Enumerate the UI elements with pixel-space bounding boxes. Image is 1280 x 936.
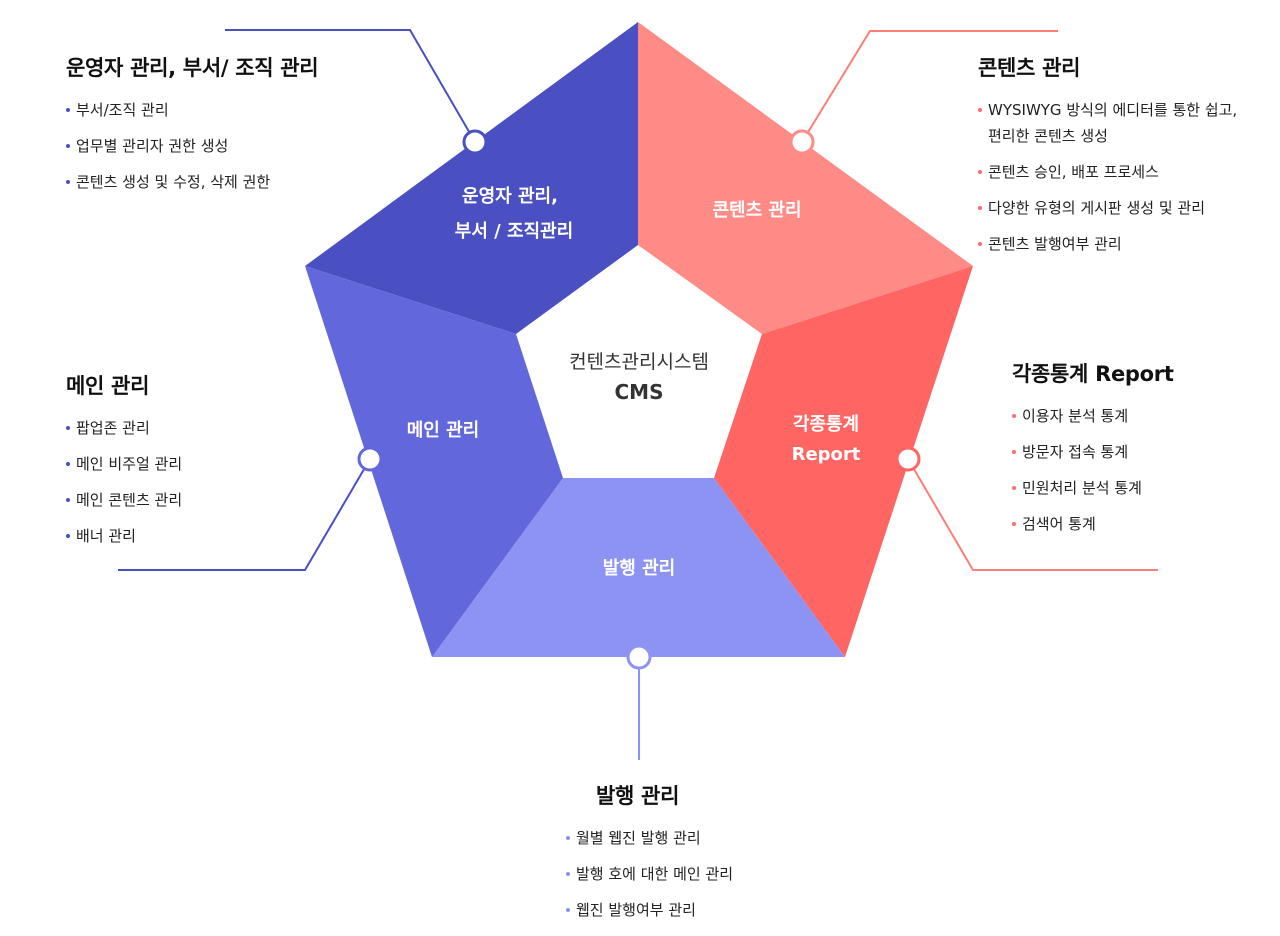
list-item-text: 이용자 분석 통계 [1022, 407, 1129, 425]
list-item-text: 콘텐츠 발행여부 관리 [988, 235, 1122, 253]
list-item-text: 콘텐츠 승인, 배포 프로세스 [988, 163, 1159, 181]
section-stats: 각종통계 Report 이용자 분석 통계 방문자 접속 통계 민원처리 분석 … [1012, 358, 1262, 550]
list-item-text: 발행 호에 대한 메인 관리 [576, 865, 734, 883]
connector-operator [225, 29, 476, 143]
section-main: 메인 관리 팝업존 관리 메인 비주얼 관리 메인 콘텐츠 관리 배너 관리 [66, 370, 316, 562]
list-item: 업무별 관리자 권한 생성 [66, 136, 356, 156]
segment-content-label: 콘텐츠 관리 [712, 200, 801, 221]
bullet-dot [978, 170, 982, 174]
list-item-text: 검색어 통계 [1022, 515, 1096, 533]
section-content-title: 콘텐츠 관리 [978, 56, 1081, 80]
bullet-dot [66, 462, 70, 466]
list-item-text: 팝업존 관리 [76, 419, 150, 437]
list-item: WYSIWYG 방식의 에디터를 통한 쉽고, 편리한 콘텐츠 생성 [978, 100, 1268, 146]
list-item: 이용자 분석 통계 [1012, 406, 1262, 426]
list-item: 팝업존 관리 [66, 418, 316, 438]
list-item: 발행 호에 대한 메인 관리 [566, 864, 826, 884]
list-item: 메인 콘텐츠 관리 [66, 490, 316, 510]
bullet-dot [566, 908, 570, 912]
list-item: 콘텐츠 생성 및 수정, 삭제 권한 [66, 172, 356, 192]
list-item: 웹진 발행여부 관리 [566, 900, 826, 920]
segment-stats [714, 266, 973, 657]
section-publish: 발행 관리 월별 웹진 발행 관리 발행 호에 대한 메인 관리 웹진 발행여부… [566, 780, 826, 936]
list-item: 방문자 접속 통계 [1012, 442, 1262, 462]
bullet-dot [66, 534, 70, 538]
bullet-dot [566, 836, 570, 840]
segment-main [305, 266, 563, 657]
connector-main [118, 458, 371, 571]
list-item: 배너 관리 [66, 526, 316, 546]
segment-operator [305, 22, 638, 334]
bullet-dot [978, 108, 982, 112]
bullet-dot [66, 144, 70, 148]
connector-content [801, 30, 1058, 143]
list-item-text: 다양한 유형의 게시판 생성 및 관리 [988, 199, 1206, 217]
section-main-list: 팝업존 관리 메인 비주얼 관리 메인 콘텐츠 관리 배너 관리 [66, 418, 316, 546]
bullet-dot [1012, 450, 1016, 454]
segment-publish [432, 478, 845, 657]
list-item-text: 방문자 접속 통계 [1022, 443, 1129, 461]
list-item-text: WYSIWYG 방식의 에디터를 통한 쉽고, [988, 101, 1238, 119]
marker-content [789, 129, 815, 155]
list-item-text: 콘텐츠 생성 및 수정, 삭제 권한 [76, 173, 271, 191]
list-item-text: 업무별 관리자 권한 생성 [76, 137, 229, 155]
list-item: 콘텐츠 발행여부 관리 [978, 234, 1268, 254]
segment-operator-label-2: 부서 / 조직관리 [455, 221, 573, 242]
list-item: 월별 웹진 발행 관리 [566, 828, 826, 848]
list-item: 콘텐츠 승인, 배포 프로세스 [978, 162, 1268, 182]
bullet-dot [66, 108, 70, 112]
bullet-dot [66, 426, 70, 430]
section-publish-list: 월별 웹진 발행 관리 발행 호에 대한 메인 관리 웹진 발행여부 관리 [566, 828, 826, 920]
list-item: 다양한 유형의 게시판 생성 및 관리 [978, 198, 1268, 218]
bullet-dot [978, 242, 982, 246]
bullet-dot [978, 206, 982, 210]
connector-stats [907, 458, 1158, 571]
list-item: 민원처리 분석 통계 [1012, 478, 1262, 498]
bullet-dot [1012, 486, 1016, 490]
bullet-dot [1012, 414, 1016, 418]
list-item-text: 배너 관리 [76, 527, 136, 545]
center-title: CMS [615, 380, 664, 404]
list-item-text: 부서/조직 관리 [76, 101, 169, 119]
section-content-list: WYSIWYG 방식의 에디터를 통한 쉽고, 편리한 콘텐츠 생성 콘텐츠 승인… [978, 100, 1268, 254]
segment-stats-label-2: Report [792, 444, 861, 465]
segment-operator-label-1: 운영자 관리, [462, 186, 558, 207]
section-publish-title: 발행 관리 [596, 784, 680, 808]
segment-main-label: 메인 관리 [407, 420, 480, 441]
section-operator-title: 운영자 관리, 부서/ 조직 관리 [66, 56, 319, 80]
bullet-dot [66, 180, 70, 184]
segment-stats-label-1: 각종통계 [793, 414, 859, 435]
list-item-text: 월별 웹진 발행 관리 [576, 829, 701, 847]
list-item-text: 민원처리 분석 통계 [1022, 479, 1142, 497]
bullet-dot [1012, 522, 1016, 526]
list-item-text: 메인 콘텐츠 관리 [76, 491, 183, 509]
section-stats-title: 각종통계 Report [1012, 362, 1174, 386]
list-item-text-continued: 편리한 콘텐츠 생성 [988, 127, 1108, 145]
section-content: 콘텐츠 관리 WYSIWYG 방식의 에디터를 통한 쉽고, 편리한 콘텐츠 생성… [978, 52, 1268, 270]
marker-publish [626, 644, 652, 670]
marker-operator [462, 129, 488, 155]
bullet-dot [66, 498, 70, 502]
list-item: 메인 비주얼 관리 [66, 454, 316, 474]
list-item-text: 웹진 발행여부 관리 [576, 901, 696, 919]
section-main-title: 메인 관리 [66, 374, 150, 398]
section-stats-list: 이용자 분석 통계 방문자 접속 통계 민원처리 분석 통계 검색어 통계 [1012, 406, 1262, 534]
marker-stats [895, 446, 921, 472]
bullet-dot [566, 872, 570, 876]
list-item-text: 메인 비주얼 관리 [76, 455, 183, 473]
list-item: 부서/조직 관리 [66, 100, 356, 120]
segment-content [638, 22, 973, 334]
section-operator: 운영자 관리, 부서/ 조직 관리 부서/조직 관리 업무별 관리자 권한 생성… [66, 52, 356, 208]
section-operator-list: 부서/조직 관리 업무별 관리자 권한 생성 콘텐츠 생성 및 수정, 삭제 권… [66, 100, 356, 192]
marker-main [357, 446, 383, 472]
list-item: 검색어 통계 [1012, 514, 1262, 534]
center-subtitle: 컨텐츠관리시스템 [569, 351, 709, 373]
segment-publish-label: 발행 관리 [603, 558, 676, 579]
